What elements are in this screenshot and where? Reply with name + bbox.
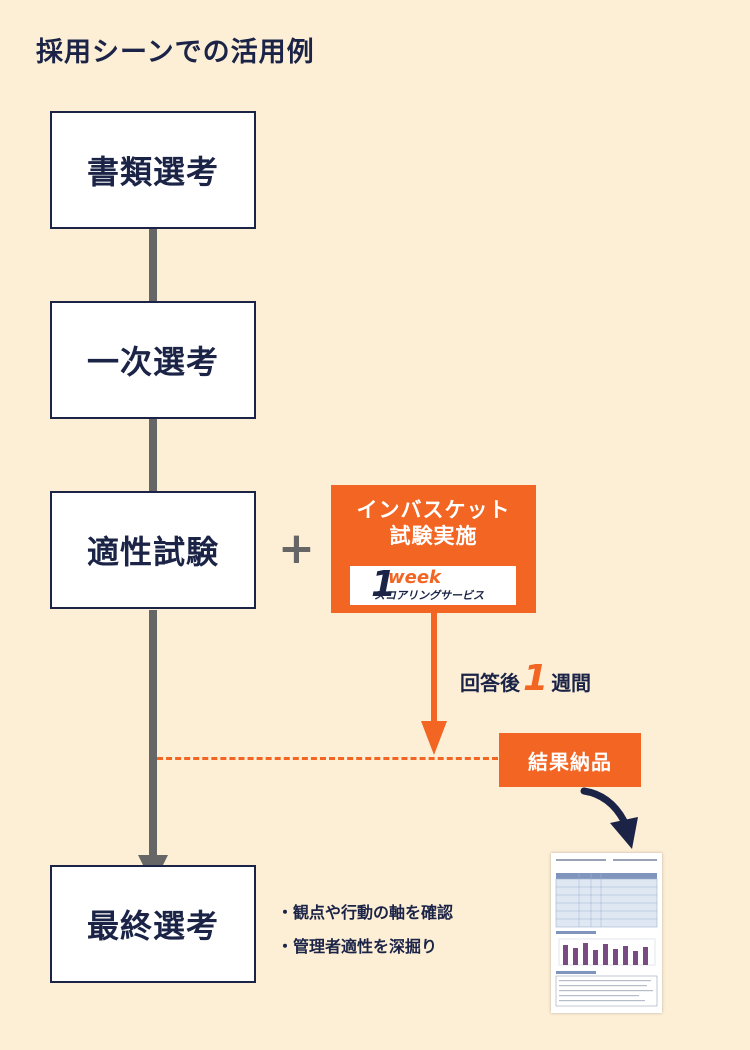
note-item: ・管理者適性を深掘り	[277, 937, 438, 956]
dashed-connector	[157, 757, 498, 760]
orange-arrow-line	[431, 613, 437, 723]
report-thumbnail	[551, 853, 662, 1013]
step-aptitude-test: 適性試験	[50, 491, 256, 609]
1week-logo: 1 week スコアリングサービス	[350, 564, 516, 605]
step-document-screening: 書類選考	[50, 111, 256, 229]
logo-service: スコアリングサービス	[374, 589, 484, 602]
logo-number: 1	[371, 564, 397, 605]
logo-word: week	[388, 567, 442, 588]
connector-line	[149, 610, 157, 860]
turnaround-suffix: 週間	[551, 671, 592, 695]
curved-arrow-icon	[580, 787, 638, 849]
test-execution-label: 試験実施	[389, 524, 478, 548]
note-item: ・観点や行動の軸を確認	[277, 903, 454, 922]
inbasket-label: インバスケット	[356, 498, 511, 522]
turnaround-number: 1	[523, 658, 549, 699]
connector-line	[149, 229, 157, 311]
orange-arrow-head	[421, 721, 447, 755]
plus-icon: +	[278, 523, 315, 574]
page-title: 採用シーンでの活用例	[36, 37, 315, 68]
final-interview-notes: ・観点や行動の軸を確認 ・管理者適性を深掘り	[277, 896, 453, 964]
result-delivery-box: 結果納品	[499, 733, 641, 787]
step-final-interview: 最終選考	[50, 865, 256, 983]
turnaround-prefix: 回答後	[460, 671, 520, 695]
inbasket-test-box: インバスケット 試験実施 1 week スコアリングサービス	[331, 485, 536, 613]
report-sheet-image	[555, 859, 658, 1007]
step-first-interview: 一次選考	[50, 301, 256, 419]
connector-line	[149, 419, 157, 491]
